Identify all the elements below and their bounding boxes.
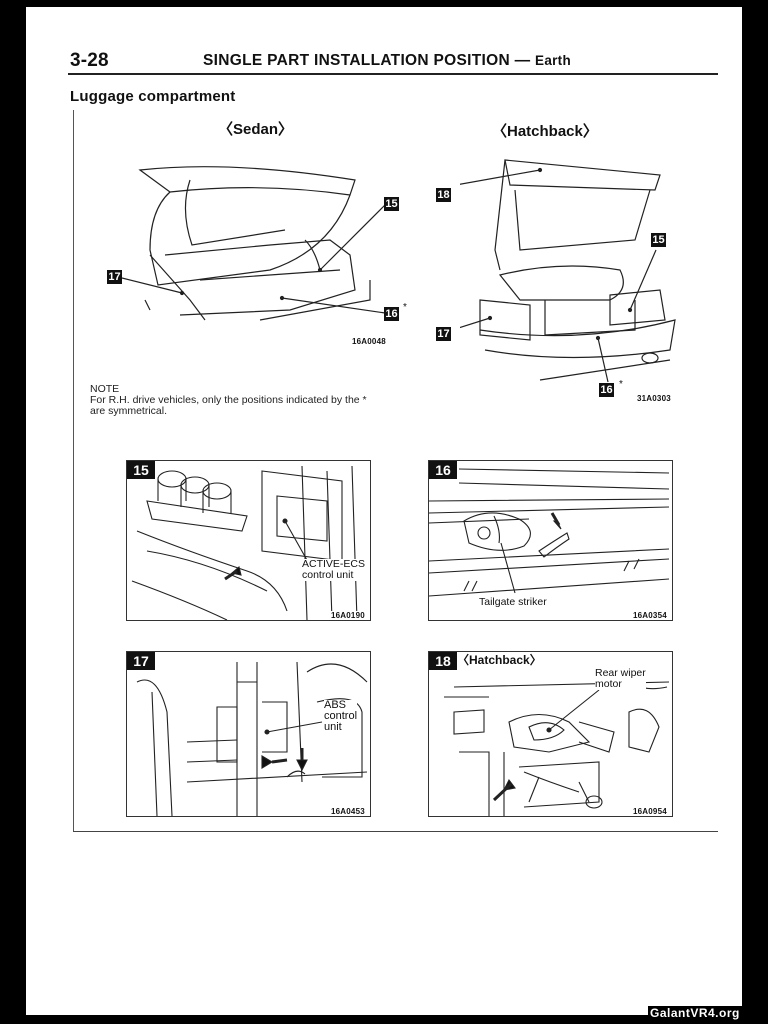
active-ecs-illustration (131, 465, 358, 620)
watermark: GalantVR4.org (648, 1006, 742, 1020)
panel-variant-hatchback: 〈Hatchback〉 (457, 653, 542, 667)
callout-line: motor (595, 678, 622, 690)
title-dash: — (514, 52, 531, 69)
callout-line: control unit (302, 569, 354, 581)
panel-number-17: 17 (127, 652, 155, 670)
panel-number-16: 16 (429, 461, 457, 479)
section-bottom-rule (73, 831, 718, 832)
detail-panel-18: 18 〈Hatchback〉 Rear wiper motor 16A0954 (428, 651, 673, 817)
callout-tailgate-striker: Tailgate striker (479, 596, 547, 608)
callout-abs-control-unit: ABS control unit (324, 699, 358, 733)
marker-15-sedan: 15 (384, 197, 399, 211)
callout-line: ACTIVE-ECS (302, 558, 366, 570)
note-text-line1: For R.H. drive vehicles, only the positi… (90, 394, 367, 406)
figure-code-18: 16A0954 (633, 807, 667, 816)
symmetry-star-sedan: * (403, 302, 407, 313)
figure-code-16: 16A0354 (633, 611, 667, 620)
hatchback-label: 〈Hatchback〉 (492, 123, 598, 140)
page-number: 3-28 (70, 50, 109, 71)
page-title: SINGLE PART INSTALLATION POSITION — Eart… (203, 52, 571, 70)
figure-code-15: 16A0190 (331, 611, 365, 620)
marker-16-sedan: 16 (384, 307, 399, 321)
page-subtitle: Earth (535, 53, 572, 68)
figure-code-sedan: 16A0048 (352, 337, 386, 346)
detail-panel-15: 15 ACTIVE-ECS control unit 16A0190 (126, 460, 371, 621)
panel-number-15: 15 (127, 461, 155, 479)
callout-line: Rear wiper (595, 667, 646, 679)
tailgate-striker-illustration (429, 468, 670, 597)
detail-panel-16: 16 Tailgate striker 16A0354 (428, 460, 673, 621)
figure-code-hatchback: 31A0303 (637, 394, 671, 403)
callout-active-ecs: ACTIVE-ECS control unit (302, 558, 366, 581)
marker-18-hatchback: 18 (436, 188, 451, 202)
marker-17-sedan: 17 (107, 270, 122, 284)
callout-rear-wiper-motor: Rear wiper motor (595, 668, 646, 690)
sedan-trunk-illustration (121, 166, 386, 321)
callout-line: unit (324, 721, 342, 733)
panel-number-18: 18 (429, 652, 457, 670)
callout-line: control (324, 710, 358, 722)
symmetry-star-hatchback: * (619, 379, 623, 390)
abs-control-unit-illustration (136, 661, 368, 816)
section-bracket-line (73, 110, 74, 832)
detail-panel-17: 17 ABS control unit 16A0453 (126, 651, 371, 817)
sedan-label: 〈Sedan〉 (218, 121, 294, 138)
note-text-line2: are symmetrical. (90, 405, 168, 417)
figure-code-17: 16A0453 (331, 807, 365, 816)
marker-15-hatchback: 15 (651, 233, 666, 247)
hatchback-tailgate-illustration (460, 159, 676, 383)
marker-17-hatchback: 17 (436, 327, 451, 341)
note-block: NOTE For R.H. drive vehicles, only the p… (90, 384, 367, 417)
marker-16-hatchback: 16 (599, 383, 614, 397)
callout-line: ABS (324, 699, 347, 711)
section-title: Luggage compartment (70, 88, 236, 105)
note-heading: NOTE (90, 383, 120, 395)
header-rule (68, 73, 718, 75)
page-title-main: SINGLE PART INSTALLATION POSITION (203, 52, 510, 69)
